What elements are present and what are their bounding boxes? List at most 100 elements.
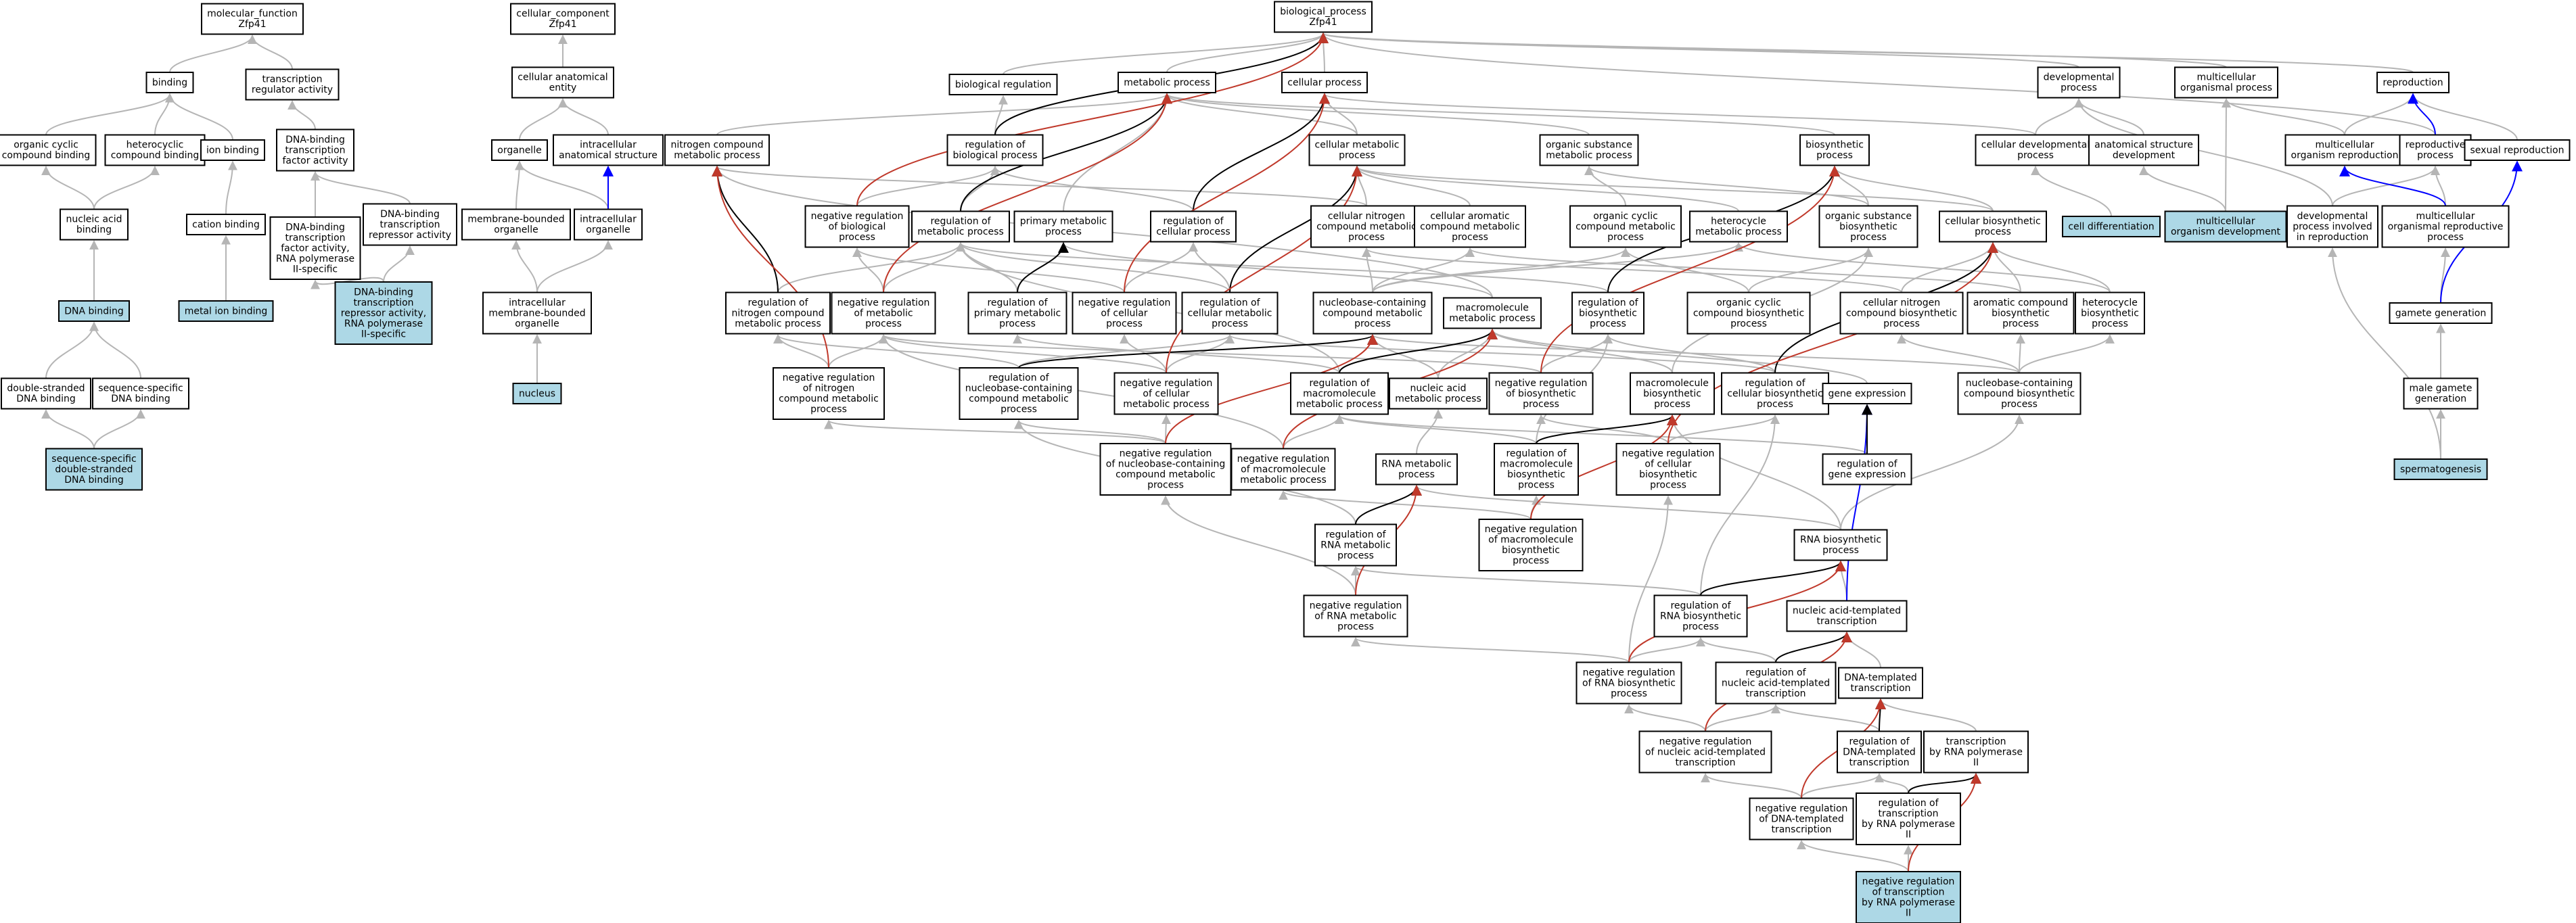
term-node[interactable]: nucleus bbox=[512, 383, 562, 404]
term-node[interactable]: DNA binding bbox=[58, 300, 130, 322]
term-node[interactable]: organelle bbox=[491, 139, 548, 161]
term-node[interactable]: metal ion binding bbox=[178, 300, 274, 322]
term-node[interactable]: ion binding bbox=[200, 139, 265, 161]
term-node[interactable]: reproduction bbox=[2376, 72, 2450, 93]
term-node[interactable]: spermatogenesis bbox=[2393, 458, 2488, 480]
term-node[interactable]: gamete generation bbox=[2389, 302, 2493, 324]
term-node[interactable]: binding bbox=[145, 72, 194, 93]
term-node[interactable]: regulation ofnucleobase-containingcompou… bbox=[959, 367, 1079, 420]
term-node[interactable]: gene expression bbox=[1822, 383, 1912, 404]
term-node[interactable]: biological regulation bbox=[948, 74, 1058, 95]
term-node[interactable]: metabolic process bbox=[1118, 72, 1216, 93]
term-node[interactable]: cell differentiation bbox=[2062, 216, 2161, 237]
term-node[interactable]: cation binding bbox=[186, 214, 266, 235]
term-node[interactable]: regulation ofmacromoleculebiosyntheticpr… bbox=[1494, 443, 1579, 496]
term-node[interactable]: sexual reproduction bbox=[2464, 139, 2571, 161]
term-node[interactable]: cellular process bbox=[1281, 72, 1368, 93]
